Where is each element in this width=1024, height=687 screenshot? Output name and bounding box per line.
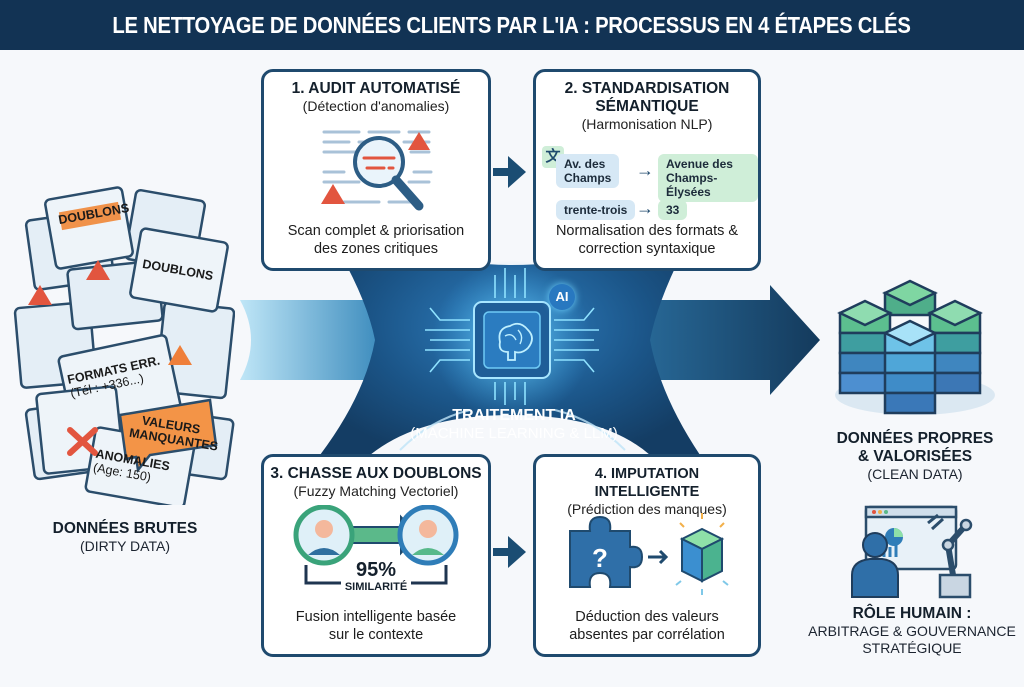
hub-subtitle: (MACHINE LEARNING & LLM) [410,425,618,442]
step-title: 3. CHASSE AUX DOUBLONS [270,465,482,482]
error-cross-icon [67,427,98,456]
example-source-address: Av. des Champs [556,154,620,188]
page-header: LE NETTOYAGE DE DONNÉES CLIENTS PAR L'IA… [0,0,1024,50]
diagram-canvas: AI TRAITEMENT IA (MACHINE LEARNING & LLM… [0,50,1024,687]
database-stack-icon [835,279,995,415]
step-description: Normalisation des formats & correction s… [555,223,739,257]
data-cube-icon [675,513,729,595]
ai-badge: AI [549,284,575,310]
output-flow-arrow [620,285,820,395]
step-subtitle: (Prédiction des manques) [567,501,727,517]
step-card-audit: 1. AUDIT AUTOMATISÉ (Détection d'anomali… [261,69,491,271]
step-title: 4. IMPUTATION INTELLIGENTE [594,466,700,500]
puzzle-icon: ? [569,513,729,595]
arrow-step3-to-step4 [493,536,526,568]
step-subtitle: (Fuzzy Matching Vectoriel) [293,483,459,499]
example-target-number: 33 [658,200,688,220]
output-label: DONNÉES PROPRES & VALORISÉES (CLEAN DATA… [836,430,994,482]
input-flow-arrow [240,300,400,380]
step-card-imputation: 4. IMPUTATION INTELLIGENTE (Prédiction d… [533,454,761,657]
human-role-label: RÔLE HUMAIN : ARBITRAGE & GOUVERNANCE ST… [808,605,1016,656]
user-match-icon [293,505,459,585]
hub-label: TRAITEMENT IA (MACHINE LEARNING & LLM) [385,406,643,443]
step-subtitle: (Détection d'anomalies) [302,98,450,114]
brain-chip-icon [425,260,599,420]
step-description: Scan complet & priorisation des zones cr… [287,223,465,257]
arrow-right-icon: → [636,160,654,180]
input-label: DONNÉES BRUTES (DIRTY DATA) [52,520,198,554]
human-robot-dashboard-icon [851,505,973,599]
svg-text:?: ? [592,543,608,573]
step-card-deduplication: 3. CHASSE AUX DOUBLONS (Fuzzy Matching V… [261,454,491,657]
step-card-standardisation: 2. STANDARDISATION SÉMANTIQUE (Harmonisa… [533,69,761,271]
arrow-right-icon: → [636,198,654,218]
step-subtitle: (Harmonisation NLP) [581,116,713,132]
arrow-step1-to-step2 [493,156,526,188]
document-pile-icon [13,186,235,505]
step-title: 2. STANDARDISATION SÉMANTIQUE [564,80,730,115]
step-title: 1. AUDIT AUTOMATISÉ [291,80,461,97]
magnifier-icon [321,130,433,211]
dirty-data-illustration: DOUBLONS DOUBLONS FORMATS ERR. (Tél : +3… [10,185,235,505]
similarity-score: 95% SIMILARITÉ [344,559,408,593]
example-target-address: Avenue des Champs-Élysées [658,154,758,202]
example-source-number: trente-trois [556,200,636,220]
warning-icon [28,260,192,365]
flow-background [240,156,820,568]
step-description: Déduction des valeurs absentes par corré… [569,609,725,643]
step-description: Fusion intelligente basée sur le context… [295,609,457,643]
hub-title: TRAITEMENT IA [452,407,576,424]
page-title: LE NETTOYAGE DE DONNÉES CLIENTS PAR L'IA… [112,11,912,38]
